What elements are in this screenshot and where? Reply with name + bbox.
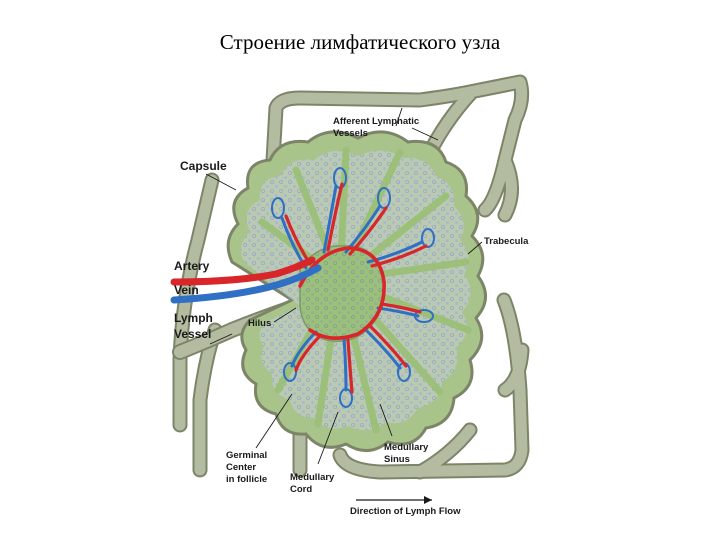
label-trabecula: Trabecula [484,236,529,247]
label-medsinus-2: Sinus [384,454,410,465]
label-hilus: Hilus [248,318,271,329]
label-artery: Artery [174,259,210,273]
label-lymph-2: Vessel [174,327,211,341]
label-medcord-1: Medullary [290,472,335,483]
label-afferent-2: Vessels [333,128,368,139]
label-germinal-2: Center [226,462,256,473]
label-medsinus-1: Medullary [384,442,429,453]
label-vein: Vein [174,283,199,297]
label-flow: Direction of Lymph Flow [350,506,461,517]
label-medcord-2: Cord [290,484,312,495]
label-capsule: Capsule [180,159,227,173]
label-germinal-3: in follicle [226,474,267,485]
label-germinal-1: Germinal [226,450,267,461]
label-lymph-1: Lymph [174,311,213,325]
label-afferent-1: Afferent Lymphatic [333,116,419,127]
